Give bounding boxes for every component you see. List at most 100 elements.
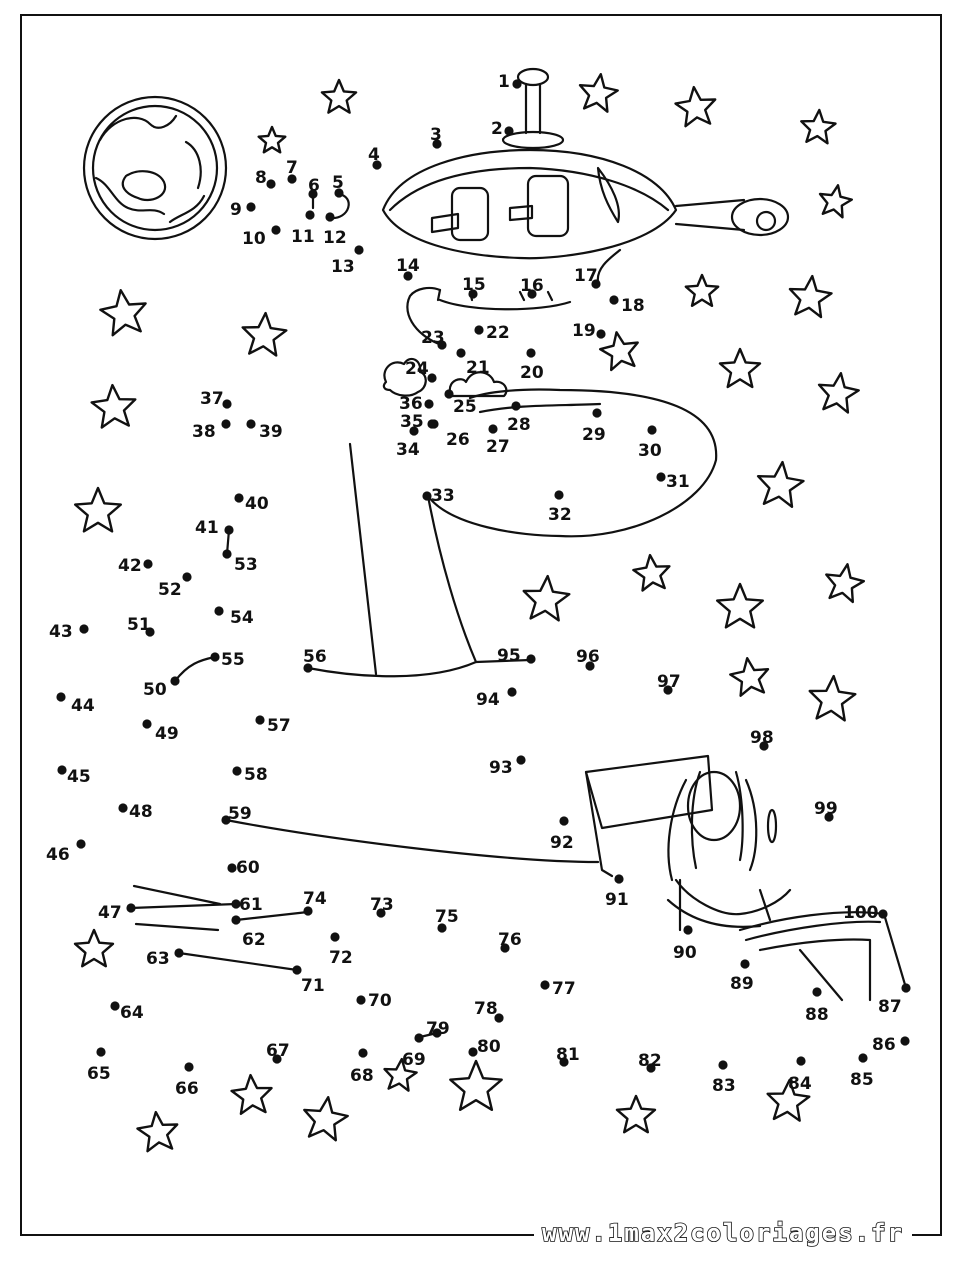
dot-number-51: 51 [127,615,151,635]
star-icon [729,657,770,697]
dot-number-74: 74 [303,889,327,909]
dot-number-69: 69 [402,1050,426,1070]
dot-number-13: 13 [331,257,355,277]
dot-48 [118,803,128,813]
dot-73 [376,908,386,918]
dot-75 [437,923,447,933]
dot-95 [526,654,536,664]
star-icon [817,372,860,414]
dot-100 [878,909,888,919]
dot-number-24: 24 [405,359,429,379]
dot-number-38: 38 [192,422,216,442]
dot-43 [79,624,89,634]
dot-85 [858,1053,868,1063]
dot-number-14: 14 [396,256,420,276]
star-icon [73,486,123,533]
dot-number-12: 12 [323,228,347,248]
dot-number-89: 89 [730,974,754,994]
dot-14 [403,271,413,281]
dot-32 [554,490,564,500]
dot-17 [591,279,601,289]
dot-10 [271,225,281,235]
dot-number-76: 76 [498,930,522,950]
dot-39 [246,419,256,429]
dot-number-29: 29 [582,425,606,445]
dot-15 [468,289,478,299]
dot-88 [812,987,822,997]
dot-63 [174,948,184,958]
dot-49 [142,719,152,729]
dot-number-45: 45 [67,767,91,787]
dot-number-94: 94 [476,690,500,710]
dot-number-64: 64 [120,1003,144,1023]
dot-76 [500,943,510,953]
dot-number-53: 53 [234,555,258,575]
girl-figure [584,754,908,1002]
dot-37 [222,399,232,409]
dot-87 [901,983,911,993]
dot-number-83: 83 [712,1076,736,1096]
dot-38 [221,419,231,429]
dot-94 [507,687,517,697]
dot-77 [540,980,550,990]
dot-number-57: 57 [267,716,291,736]
dot-96 [585,661,595,671]
dot-67 [272,1054,282,1064]
dot-81 [559,1057,569,1067]
star-icon [230,1073,273,1116]
website-watermark: www.1max2coloriages.fr [534,1218,912,1248]
star-icon [788,274,833,319]
dot-number-87: 87 [878,997,902,1017]
dot-number-9: 9 [230,200,242,220]
dot-36 [424,399,434,409]
dot-16 [527,289,537,299]
dot-27 [488,424,498,434]
star-icon [599,331,639,372]
dot-number-55: 55 [221,650,245,670]
dot-65 [96,1047,106,1057]
dot-66 [184,1062,194,1072]
dot-31 [656,472,666,482]
dot-98 [759,741,769,751]
pre-drawn-lines [129,188,600,1039]
dot-number-11: 11 [291,227,315,247]
dot-number-16: 16 [520,276,544,296]
dot-number-22: 22 [486,323,510,343]
dot-number-73: 73 [370,895,394,915]
dot-78 [494,1013,504,1023]
dot-number-100: 100 [843,903,879,923]
dot-number-23: 23 [421,328,445,348]
star-icon [766,1078,811,1122]
dot-50 [170,676,180,686]
dot-47 [126,903,136,913]
dot-59 [221,815,231,825]
dot-29 [592,408,602,418]
dot-number-79: 79 [426,1019,450,1039]
star-icon [241,311,288,357]
dot-74 [303,906,313,916]
dot-number-67: 67 [266,1041,290,1061]
dot-57 [255,715,265,725]
star-icon [684,273,720,307]
dot-number-65: 65 [87,1064,111,1084]
dot-54 [214,606,224,616]
dot-92 [559,816,569,826]
dot-58 [232,766,242,776]
dot-number-5: 5 [332,173,344,193]
dot-number-61: 61 [239,895,263,915]
dot-number-68: 68 [350,1066,374,1086]
dot-25 [444,389,454,399]
dot-number-52: 52 [158,580,182,600]
dot-40 [234,493,244,503]
dot-70 [356,995,366,1005]
dot-45 [57,765,67,775]
dot-number-88: 88 [805,1005,829,1025]
dot-number-93: 93 [489,758,513,778]
dot-51 [145,627,155,637]
dot-79 [432,1028,442,1038]
dot-97 [663,685,673,695]
dot-number-35: 35 [400,412,424,432]
dot-number-6: 6 [308,176,320,196]
dot-52 [182,572,192,582]
